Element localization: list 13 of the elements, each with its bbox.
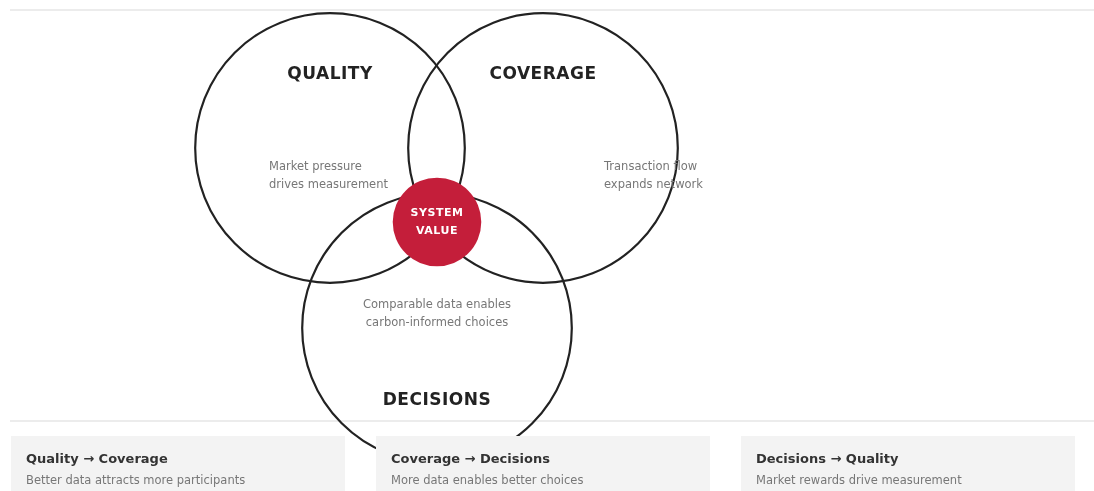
summary-card bbox=[376, 436, 710, 491]
circle-description: Comparable data enables carbon-informed choices bbox=[361, 296, 513, 331]
card-heading: Coverage → Decisions bbox=[391, 451, 550, 466]
card-heading: Quality → Coverage bbox=[26, 451, 168, 466]
card-description: Better data attracts more participants bbox=[26, 473, 246, 487]
card-description: Market rewards drive measurement bbox=[756, 473, 962, 487]
card-heading: Decisions → Quality bbox=[756, 451, 899, 466]
circle-heading: DECISIONS bbox=[382, 389, 492, 409]
hub-label: SYSTEM VALUE bbox=[409, 205, 465, 239]
circle-description: Market pressure drives measurement bbox=[269, 158, 389, 193]
circle-heading: QUALITY bbox=[287, 63, 373, 83]
card-description: More data enables better choices bbox=[391, 473, 584, 487]
circle-heading: COVERAGE bbox=[489, 63, 597, 83]
